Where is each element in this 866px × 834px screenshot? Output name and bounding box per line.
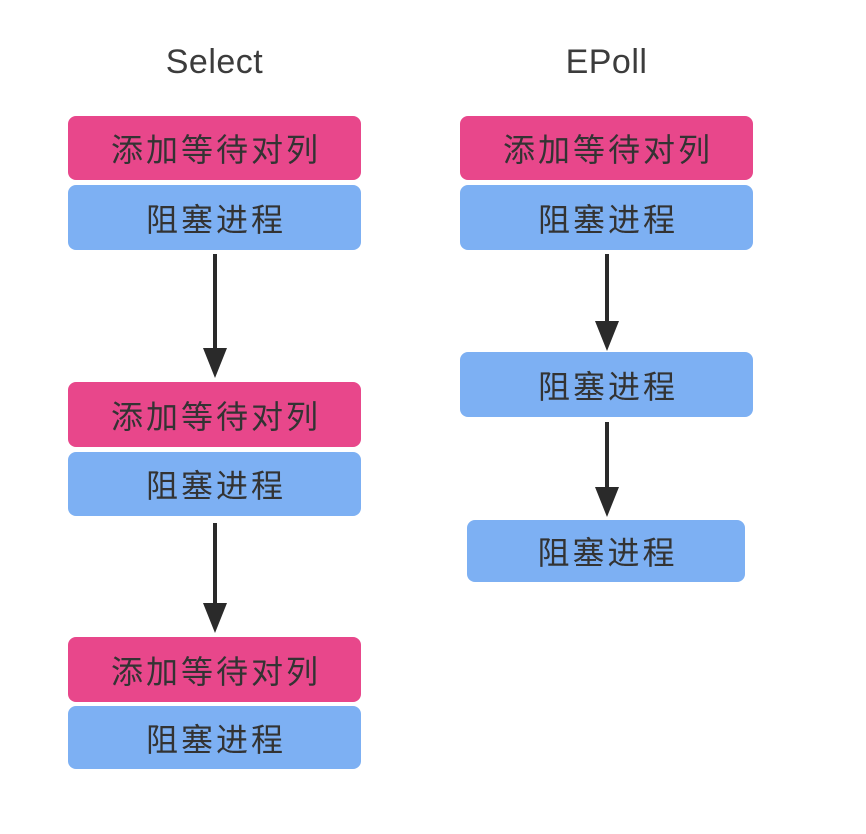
arrow-head: [594, 321, 619, 351]
add-wait-queue-box: 添加等待对列: [68, 116, 361, 180]
add-wait-queue-label: 添加等待对列: [502, 132, 713, 168]
block-process-box: 阻塞进程: [68, 185, 361, 250]
arrow-head: [202, 603, 227, 633]
block-process-box: 阻塞进程: [68, 706, 361, 769]
block-process-box: 阻塞进程: [467, 520, 745, 582]
block-process-label: 阻塞进程: [537, 368, 678, 405]
select-column: Select 添加等待对列 阻塞进程 添加等待对列 阻塞进程 添加等待对列 阻塞…: [68, 0, 361, 834]
arrow-head: [594, 487, 619, 517]
block-process-label: 阻塞进程: [537, 201, 678, 238]
column-title-epoll: EPoll: [565, 43, 648, 81]
arrow-line: [604, 254, 609, 321]
arrow-head: [202, 348, 227, 378]
add-wait-queue-box: 添加等待对列: [460, 116, 753, 180]
arrow-down-icon: [202, 523, 227, 633]
arrow-down-icon: [594, 422, 619, 517]
add-wait-queue-label: 添加等待对列: [110, 132, 321, 168]
arrow-line: [212, 523, 217, 603]
epoll-column: EPoll 添加等待对列 阻塞进程 阻塞进程 阻塞进程: [460, 0, 753, 834]
add-wait-queue-box: 添加等待对列: [68, 382, 361, 447]
block-process-box: 阻塞进程: [68, 452, 361, 516]
block-process-box: 阻塞进程: [460, 352, 753, 417]
add-wait-queue-box: 添加等待对列: [68, 637, 361, 702]
block-process-label: 阻塞进程: [537, 535, 678, 571]
block-process-label: 阻塞进程: [145, 201, 286, 238]
arrow-line: [604, 422, 609, 487]
column-title-select: Select: [165, 43, 264, 81]
arrow-down-icon: [594, 254, 619, 351]
add-wait-queue-label: 添加等待对列: [110, 653, 321, 690]
add-wait-queue-label: 添加等待对列: [110, 398, 321, 435]
arrow-down-icon: [202, 254, 227, 378]
block-process-label: 阻塞进程: [145, 721, 286, 758]
block-process-box: 阻塞进程: [460, 185, 753, 250]
block-process-label: 阻塞进程: [145, 468, 286, 504]
arrow-line: [212, 254, 217, 348]
